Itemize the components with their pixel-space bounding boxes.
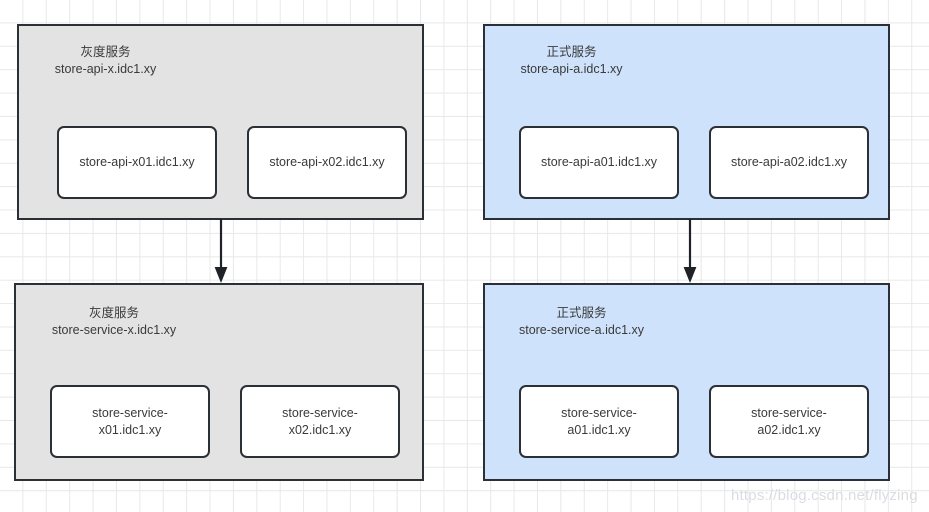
group-title: 正式服务 [546,45,597,59]
node-label: store-api-x01.idc1.xy [79,155,195,169]
node-store-service-a01[interactable]: store-service- a01.idc1.xy [519,385,679,458]
node-label: store-service- x01.idc1.xy [92,405,168,437]
group-title: 灰度服务 [88,306,139,320]
group-title: 灰度服务 [80,45,131,59]
node-store-service-a02[interactable]: store-service- a02.idc1.xy [709,385,869,458]
node-label: store-api-x02.idc1.xy [269,155,385,169]
group-domain: store-api-x.idc1.xy [54,62,157,76]
node-store-api-a02[interactable]: store-api-a02.idc1.xy [709,126,869,199]
arrow-blue-api-to-blue-service [683,219,697,283]
node-label: store-service- a01.idc1.xy [561,405,637,437]
group-domain: store-api-a.idc1.xy [520,62,623,76]
group-title: 正式服务 [556,306,607,320]
node-store-service-x02[interactable]: store-service- x02.idc1.xy [240,385,400,458]
group-blue-service[interactable]: 正式服务 store-service-a.idc1.xy store-servi… [483,283,890,481]
group-blue-api[interactable]: 正式服务 store-api-a.idc1.xy store-api-a01.i… [483,24,890,220]
watermark: https://blog.csdn.net/flyzing [731,487,918,504]
group-domain: store-service-x.idc1.xy [51,323,177,337]
group-header: 灰度服务 store-service-x.idc1.xy [0,305,319,339]
group-header: 灰度服务 store-api-x.idc1.xy [0,44,309,78]
node-label: store-service- a02.idc1.xy [751,405,827,437]
node-label: store-api-a02.idc1.xy [730,155,848,169]
node-store-api-x02[interactable]: store-api-x02.idc1.xy [247,126,407,199]
group-header: 正式服务 store-service-a.idc1.xy [378,305,785,339]
arrow-gray-api-to-gray-service [214,219,228,283]
node-label: store-service- x02.idc1.xy [282,405,358,437]
node-store-service-x01[interactable]: store-service- x01.idc1.xy [50,385,210,458]
group-domain: store-service-a.idc1.xy [518,323,645,337]
group-header: 正式服务 store-api-a.idc1.xy [368,44,775,78]
node-store-api-a01[interactable]: store-api-a01.idc1.xy [519,126,679,199]
group-gray-api[interactable]: 灰度服务 store-api-x.idc1.xy store-api-x01.i… [17,24,424,220]
node-store-api-x01[interactable]: store-api-x01.idc1.xy [57,126,217,199]
node-label: store-api-a01.idc1.xy [540,155,658,169]
group-gray-service[interactable]: 灰度服务 store-service-x.idc1.xy store-servi… [14,283,424,481]
